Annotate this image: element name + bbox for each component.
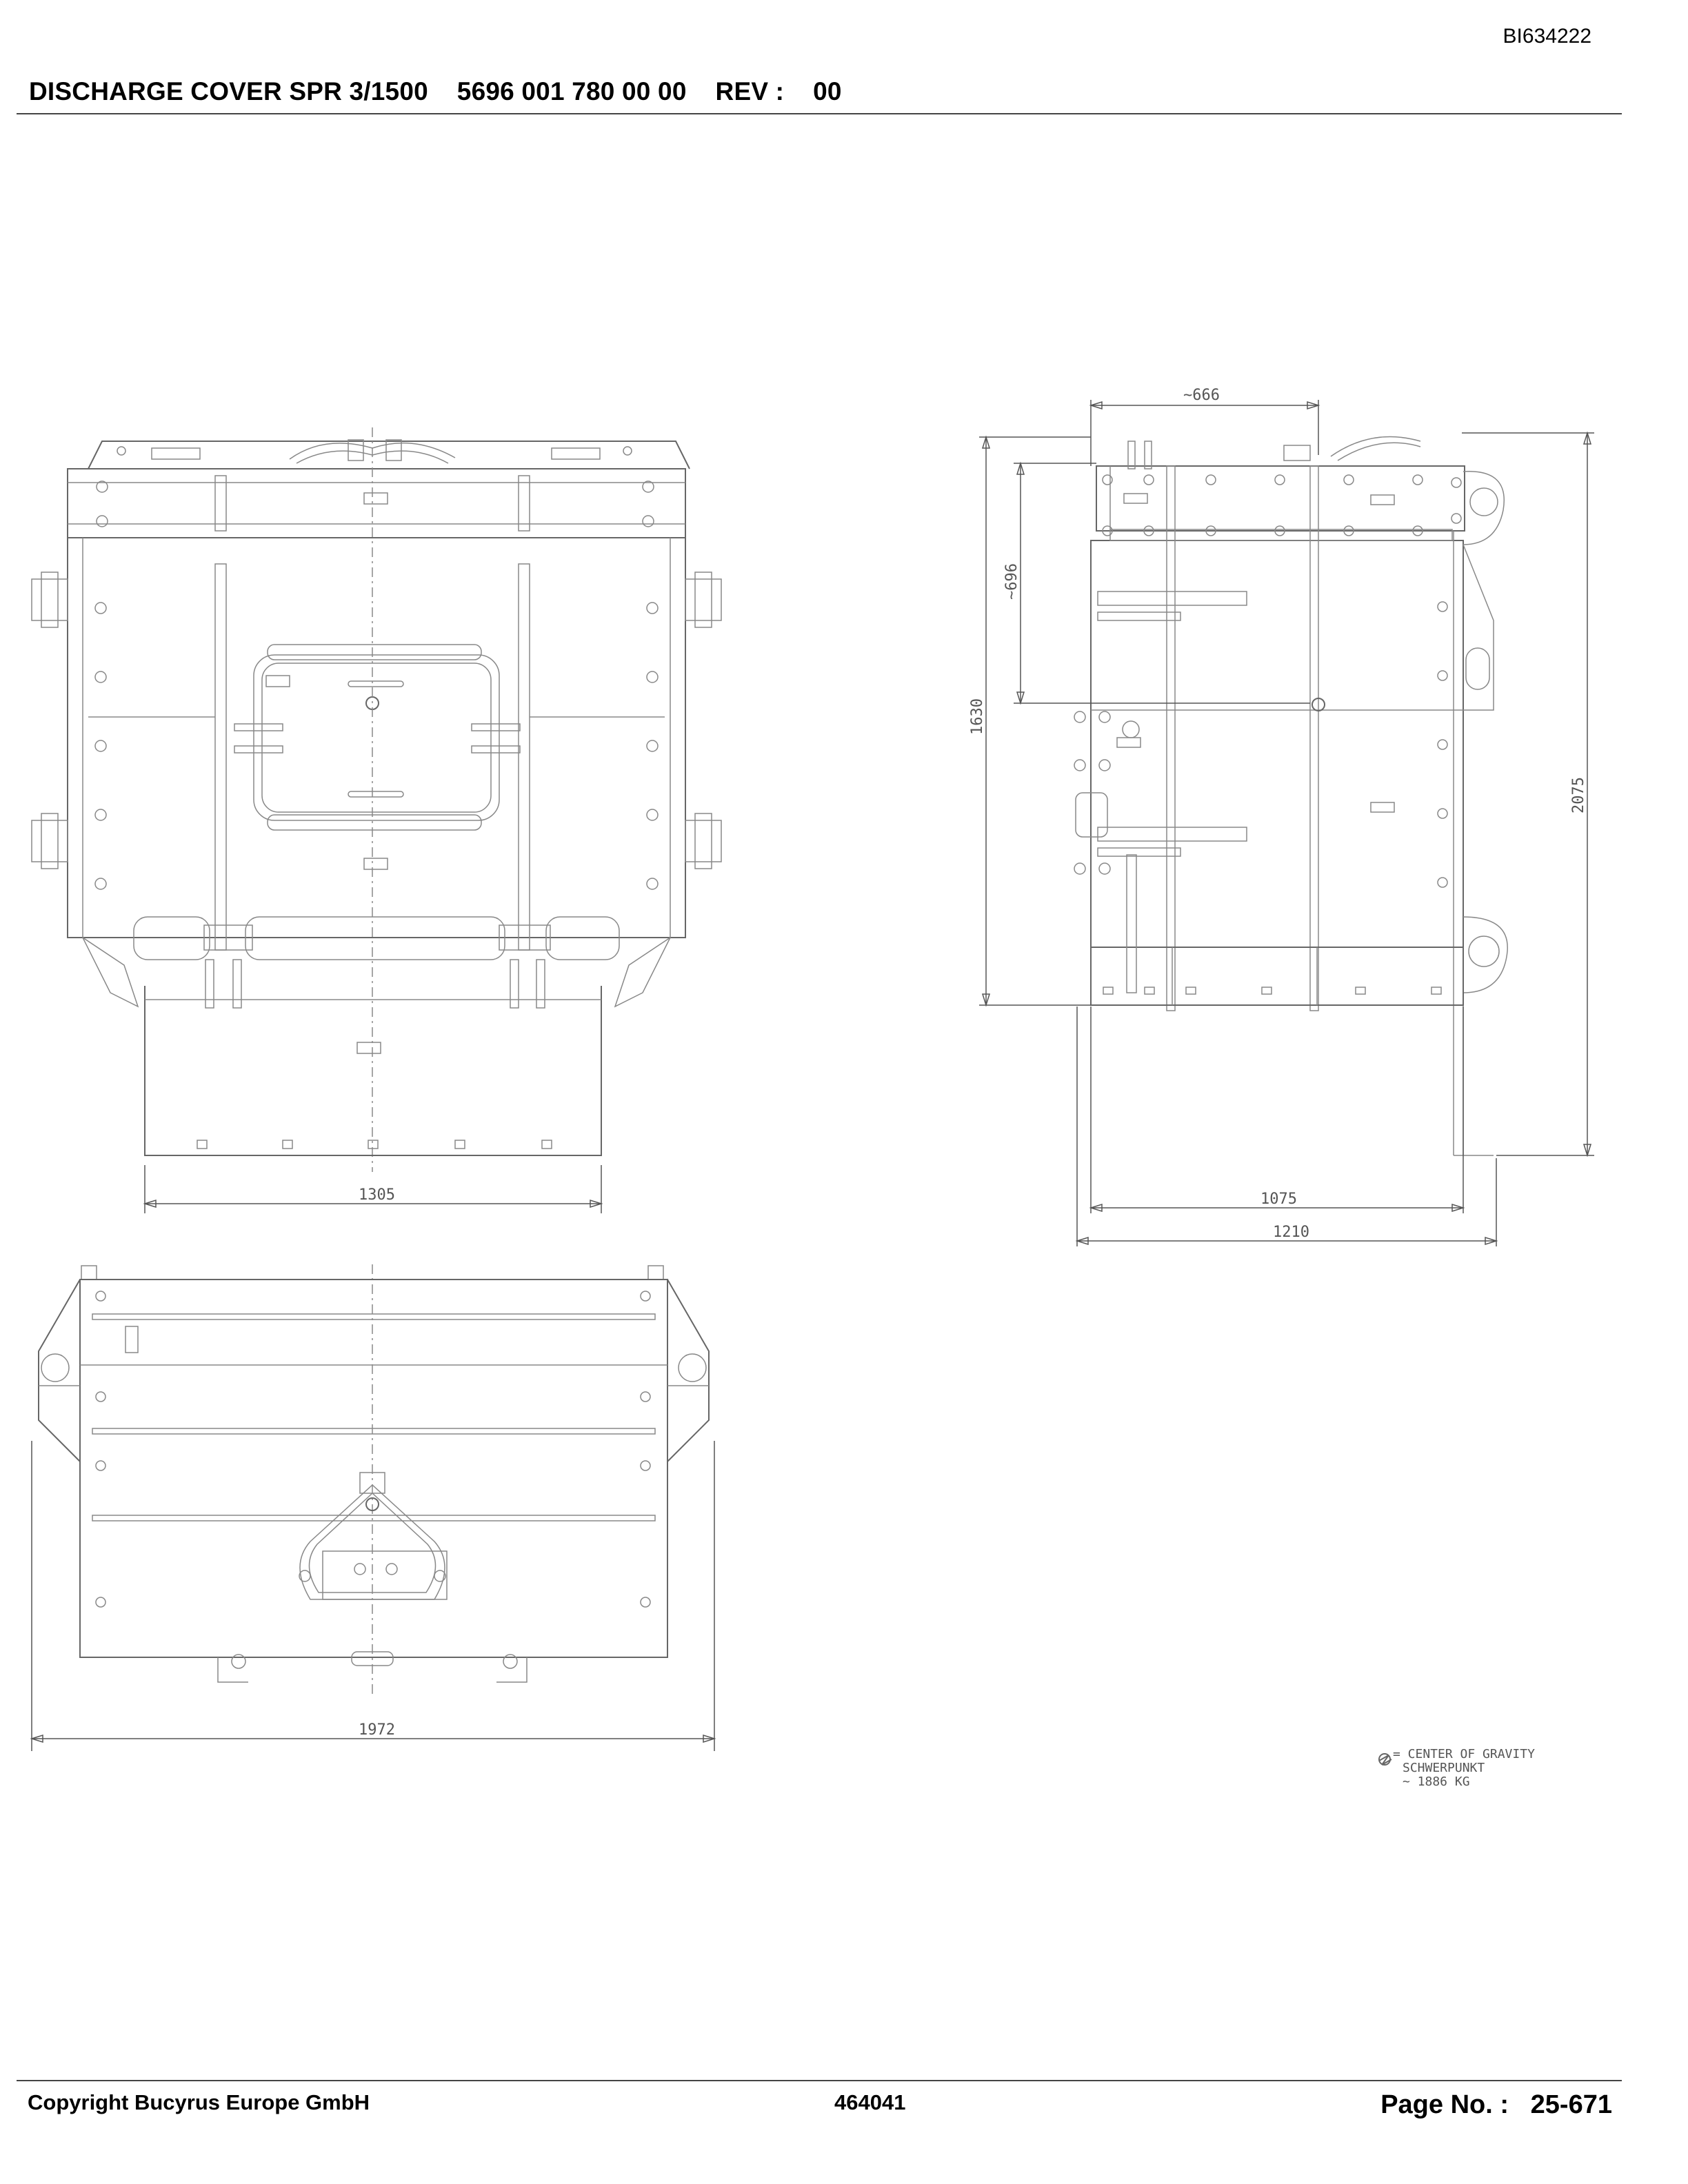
front-width-dim: 1305 — [359, 1186, 395, 1204]
copyright-text: Copyright Bucyrus Europe GmbH — [28, 2090, 370, 2114]
footer-rule — [17, 2080, 1622, 2081]
side-view: ~666 ~696 1630 2075 1075 1210 — [969, 387, 1594, 1246]
drawing-title: DISCHARGE COVER SPR 3/1500 5696 001 780 … — [29, 77, 842, 105]
side-height-inner-dim: 1630 — [969, 698, 986, 735]
document-number: 464041 — [834, 2090, 906, 2114]
legend-line-1: = CENTER OF GRAVITY — [1393, 1747, 1535, 1761]
legend-line-3: ~ 1886 KG — [1403, 1775, 1470, 1789]
document-id: BI634222 — [1503, 25, 1591, 48]
page-number: Page No. : 25-671 — [1380, 2090, 1612, 2119]
header-rule — [17, 113, 1622, 114]
side-depth-dim: ~696 — [1003, 563, 1021, 600]
side-width-total-dim: 1210 — [1273, 1224, 1309, 1241]
front-view: 1305 — [31, 427, 722, 1213]
side-width-inner-dim: 1075 — [1260, 1191, 1297, 1208]
bottom-width-dim: 1972 — [359, 1721, 395, 1739]
side-height-total-dim: 2075 — [1570, 777, 1587, 813]
center-of-gravity-legend: = CENTER OF GRAVITY SCHWERPUNKT ~ 1886 K… — [1378, 1747, 1535, 1789]
bottom-view: 1972 — [30, 1264, 716, 1751]
side-top-width-dim: ~666 — [1183, 387, 1220, 404]
legend-line-2: SCHWERPUNKT — [1403, 1761, 1485, 1775]
center-of-gravity-icon — [1378, 1755, 1392, 1766]
